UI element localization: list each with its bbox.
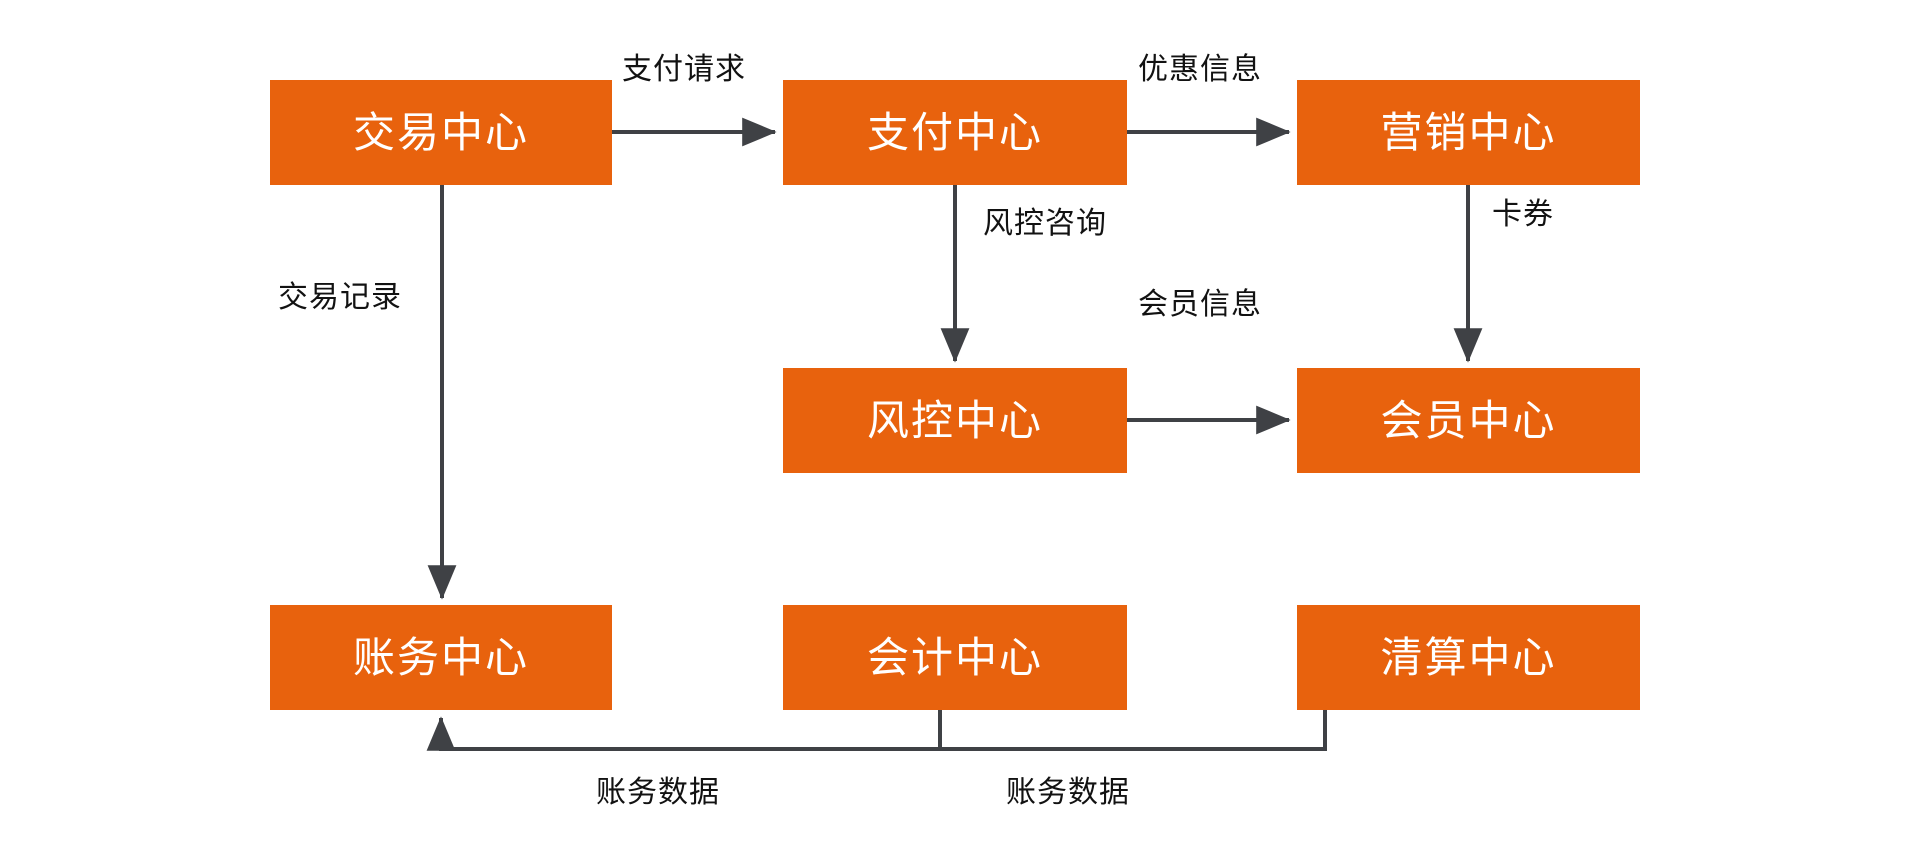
- edge-accounting-to-account: [426, 710, 942, 751]
- node-label: 会计中心: [866, 633, 1043, 681]
- node-label: 账务中心: [352, 633, 529, 681]
- edge-label-promotion-info: 优惠信息: [1138, 53, 1262, 86]
- edge-label-card-coupon: 卡券: [1492, 198, 1554, 231]
- node-account-center[interactable]: 账务中心: [270, 605, 612, 710]
- edge-label-risk-consult: 风控咨询: [983, 207, 1107, 240]
- node-label: 清算中心: [1380, 633, 1557, 681]
- node-label: 风控中心: [866, 396, 1043, 444]
- node-member-center[interactable]: 会员中心: [1297, 368, 1640, 473]
- edge-settlement-to-account: [441, 710, 1327, 751]
- edge-label-account-data-accounting: 账务数据: [596, 776, 720, 809]
- edge-label-payment-request: 支付请求: [622, 53, 746, 86]
- edge-label-member-info: 会员信息: [1138, 288, 1262, 321]
- node-settlement-center[interactable]: 清算中心: [1297, 605, 1640, 710]
- node-label: 支付中心: [866, 108, 1043, 156]
- node-accounting-center[interactable]: 会计中心: [783, 605, 1127, 710]
- edge-label-account-data-settlement: 账务数据: [1006, 776, 1130, 809]
- node-trade-center[interactable]: 交易中心: [270, 80, 612, 185]
- node-label: 交易中心: [352, 108, 529, 156]
- node-payment-center[interactable]: 支付中心: [783, 80, 1127, 185]
- node-label: 营销中心: [1380, 108, 1557, 156]
- node-marketing-center[interactable]: 营销中心: [1297, 80, 1640, 185]
- node-risk-center[interactable]: 风控中心: [783, 368, 1127, 473]
- node-label: 会员中心: [1380, 396, 1557, 444]
- edge-label-trade-record: 交易记录: [278, 281, 402, 314]
